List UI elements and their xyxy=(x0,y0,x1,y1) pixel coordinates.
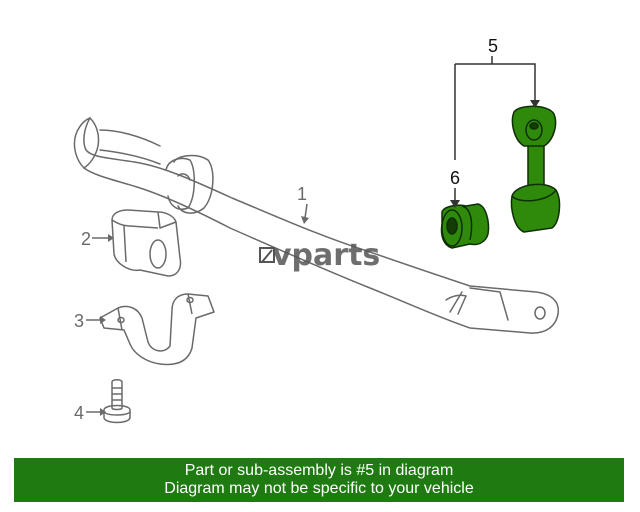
leader-lines xyxy=(86,56,536,413)
callout-5: 5 xyxy=(488,36,498,56)
vparts-logo: vparts xyxy=(259,238,380,273)
parts-diagram: 1 2 3 4 5 6 vparts xyxy=(73,36,561,424)
bracket-part-3 xyxy=(99,293,215,366)
leader-arrowheads xyxy=(100,100,540,416)
callout-3: 3 xyxy=(74,311,84,331)
callout-1: 1 xyxy=(297,184,307,204)
stabilizer-bar xyxy=(73,117,560,334)
bushing-part-6 xyxy=(440,203,490,249)
watermark-text: vparts xyxy=(272,238,380,273)
bolt-part-4 xyxy=(103,379,131,424)
banner-line-1: Part or sub-assembly is #5 in diagram xyxy=(184,462,454,479)
callout-4: 4 xyxy=(74,403,84,423)
bushing-part-2 xyxy=(111,209,182,277)
stabilizer-link-part-5 xyxy=(510,105,561,233)
callout-2: 2 xyxy=(81,229,91,249)
callout-6: 6 xyxy=(450,168,460,188)
info-banner: Part or sub-assembly is #5 in diagram Di… xyxy=(14,458,624,502)
banner-line-2: Diagram may not be specific to your vehi… xyxy=(164,480,474,497)
